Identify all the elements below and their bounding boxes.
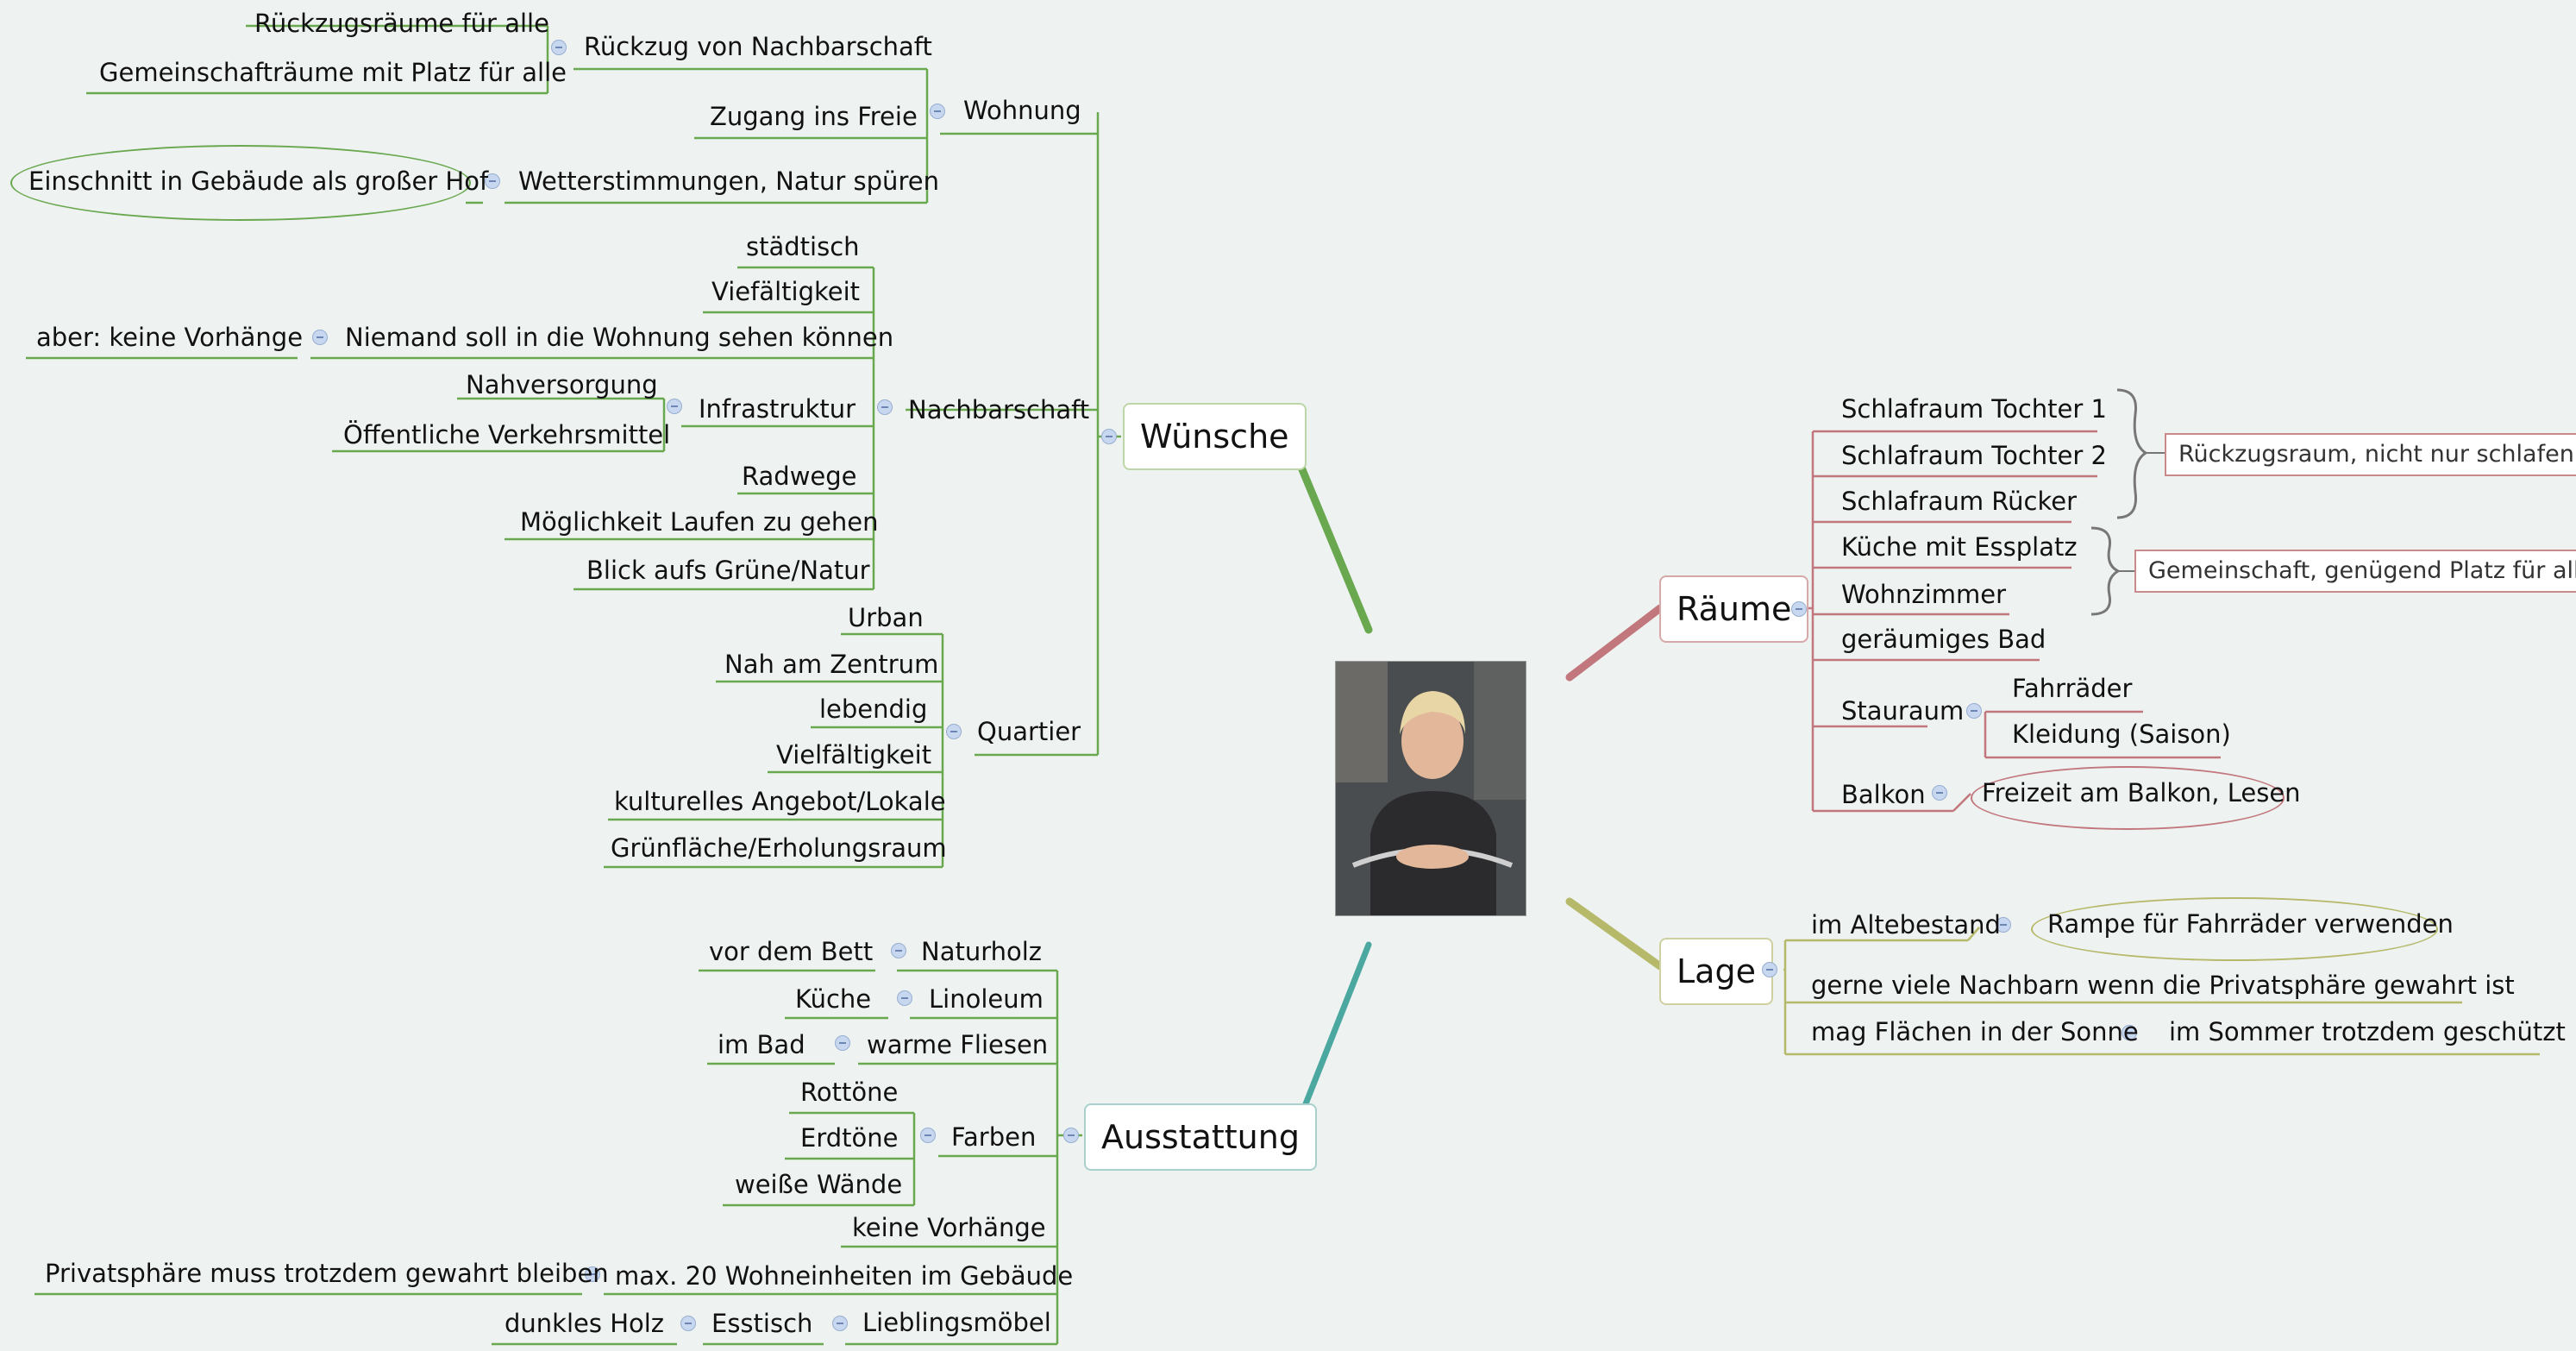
collapse-icon[interactable] bbox=[877, 399, 893, 415]
node-rueckzugsraeume[interactable]: Rückzugsräume für alle bbox=[254, 9, 549, 38]
collapse-icon[interactable] bbox=[1791, 601, 1807, 617]
node-sonne[interactable]: mag Flächen in der Sonne bbox=[1811, 1017, 2139, 1046]
topic-lage[interactable]: Lage bbox=[1659, 938, 1773, 1005]
node-sommer[interactable]: im Sommer trotzdem geschützt bbox=[2169, 1017, 2566, 1046]
collapse-icon[interactable] bbox=[1996, 917, 2011, 933]
node-wohnung[interactable]: Wohnung bbox=[963, 96, 1081, 125]
node-weisse-waende[interactable]: weiße Wände bbox=[735, 1170, 903, 1199]
node-bad[interactable]: geräumiges Bad bbox=[1841, 625, 2046, 654]
node-lieblingsmoebel[interactable]: Lieblingsmöbel bbox=[862, 1308, 1051, 1337]
node-esstisch[interactable]: Esstisch bbox=[711, 1309, 813, 1338]
node-fahrraeder[interactable]: Fahrräder bbox=[2012, 674, 2133, 703]
node-zugang[interactable]: Zugang ins Freie bbox=[710, 102, 918, 131]
node-viefaeltigkeit[interactable]: Viefältigkeit bbox=[711, 277, 861, 306]
node-rampe[interactable]: Rampe für Fahrräder verwenden bbox=[2047, 909, 2454, 939]
center-photo bbox=[1335, 661, 1526, 916]
collapse-icon[interactable] bbox=[1932, 785, 1947, 801]
node-linoleum[interactable]: Linoleum bbox=[929, 984, 1044, 1014]
node-vor-dem-bett[interactable]: vor dem Bett bbox=[709, 937, 874, 966]
node-radwege[interactable]: Radwege bbox=[742, 462, 857, 491]
collapse-icon[interactable] bbox=[2122, 1025, 2137, 1040]
collapse-icon[interactable] bbox=[485, 173, 500, 189]
highlight-oval bbox=[10, 145, 471, 221]
node-keine-vorhaenge-ausst[interactable]: keine Vorhänge bbox=[852, 1213, 1046, 1242]
collapse-icon[interactable] bbox=[312, 330, 328, 345]
node-quartier[interactable]: Quartier bbox=[977, 717, 1081, 746]
node-gemeinschaftsraeume[interactable]: Gemeinschafträume mit Platz für alle bbox=[99, 58, 567, 87]
collapse-icon[interactable] bbox=[1101, 429, 1117, 444]
node-tochter2[interactable]: Schlafraum Tochter 2 bbox=[1841, 441, 2107, 470]
node-naturholz[interactable]: Naturholz bbox=[921, 937, 1043, 966]
node-kulturelles[interactable]: kulturelles Angebot/Lokale bbox=[614, 787, 946, 816]
collapse-icon[interactable] bbox=[920, 1128, 936, 1143]
collapse-icon[interactable] bbox=[1063, 1128, 1079, 1143]
collapse-icon[interactable] bbox=[835, 1035, 850, 1051]
highlight-oval bbox=[2031, 897, 2438, 961]
node-wetter[interactable]: Wetterstimmungen, Natur spüren bbox=[518, 167, 939, 196]
connector-lage bbox=[1565, 897, 1664, 971]
collapse-icon[interactable] bbox=[551, 40, 567, 55]
node-niemand[interactable]: Niemand soll in die Wohnung sehen können bbox=[345, 323, 894, 352]
node-wohnzimmer[interactable]: Wohnzimmer bbox=[1841, 580, 2007, 609]
node-nachbarn[interactable]: gerne viele Nachbarn wenn die Privatsphä… bbox=[1811, 971, 2515, 1000]
node-vielfaeltigkeit[interactable]: Vielfältigkeit bbox=[776, 740, 932, 770]
connector-ausstattung bbox=[1290, 941, 1372, 1138]
node-erdtoene[interactable]: Erdtöne bbox=[800, 1123, 899, 1153]
node-laufen[interactable]: Möglichkeit Laufen zu gehen bbox=[520, 507, 879, 537]
connector-wuensche bbox=[1289, 444, 1373, 634]
topic-ausstattung[interactable]: Ausstattung bbox=[1084, 1103, 1317, 1171]
node-oeffentlich[interactable]: Öffentliche Verkehrsmittel bbox=[343, 420, 671, 449]
node-urban[interactable]: Urban bbox=[848, 603, 924, 632]
callout-rueckzugsraum[interactable]: Rückzugsraum, nicht nur schlafen bbox=[2165, 433, 2576, 476]
node-nahversorgung[interactable]: Nahversorgung bbox=[466, 370, 658, 399]
node-staedtisch[interactable]: städtisch bbox=[746, 232, 860, 261]
node-tochter1[interactable]: Schlafraum Tochter 1 bbox=[1841, 394, 2107, 424]
node-blick[interactable]: Blick aufs Grüne/Natur bbox=[586, 556, 870, 585]
callout-gemeinschaft[interactable]: Gemeinschaft, genügend Platz für alle bbox=[2134, 550, 2576, 593]
collapse-icon[interactable] bbox=[946, 724, 962, 739]
node-im-bad[interactable]: im Bad bbox=[718, 1030, 805, 1059]
node-einschnitt[interactable]: Einschnitt in Gebäude als großer Hof bbox=[28, 167, 489, 196]
collapse-icon[interactable] bbox=[930, 104, 945, 119]
node-privatsphaere[interactable]: Privatsphäre muss trotzdem gewahrt bleib… bbox=[45, 1259, 609, 1288]
node-kueche[interactable]: Küche bbox=[795, 984, 872, 1014]
node-stauraum[interactable]: Stauraum bbox=[1841, 696, 1965, 726]
node-freizeit[interactable]: Freizeit am Balkon, Lesen bbox=[1982, 778, 2301, 807]
collapse-icon[interactable] bbox=[680, 1316, 696, 1331]
node-gruenflaeche[interactable]: Grünfläche/Erholungsraum bbox=[611, 833, 947, 863]
node-rueckzug[interactable]: Rückzug von Nachbarschaft bbox=[584, 32, 932, 61]
topic-wuensche[interactable]: Wünsche bbox=[1123, 403, 1307, 470]
collapse-icon[interactable] bbox=[1762, 962, 1777, 977]
node-nachbarschaft[interactable]: Nachbarschaft bbox=[908, 395, 1090, 424]
node-wohneinheiten[interactable]: max. 20 Wohneinheiten im Gebäude bbox=[615, 1261, 1074, 1291]
node-infrastruktur[interactable]: Infrastruktur bbox=[699, 394, 856, 424]
node-lebendig[interactable]: lebendig bbox=[819, 694, 928, 724]
highlight-oval bbox=[1971, 766, 2285, 830]
node-dunkles-holz[interactable]: dunkles Holz bbox=[505, 1309, 665, 1338]
node-fliesen[interactable]: warme Fliesen bbox=[867, 1030, 1049, 1059]
collapse-icon[interactable] bbox=[585, 1266, 600, 1282]
node-farben[interactable]: Farben bbox=[951, 1122, 1037, 1152]
collapse-icon[interactable] bbox=[1966, 703, 1982, 719]
collapse-icon[interactable] bbox=[667, 399, 682, 414]
node-zentrum[interactable]: Nah am Zentrum bbox=[724, 650, 939, 679]
node-kueche-essplatz[interactable]: Küche mit Essplatz bbox=[1841, 532, 2078, 562]
node-ruecker[interactable]: Schlafraum Rücker bbox=[1841, 487, 2078, 516]
topic-raeume[interactable]: Räume bbox=[1659, 575, 1809, 643]
node-kleidung[interactable]: Kleidung (Saison) bbox=[2012, 719, 2231, 749]
node-keine-vorhaenge[interactable]: aber: keine Vorhänge bbox=[36, 323, 304, 352]
node-altebestand[interactable]: im Altebestand bbox=[1811, 910, 2001, 939]
node-balkon[interactable]: Balkon bbox=[1841, 780, 1926, 809]
collapse-icon[interactable] bbox=[832, 1316, 848, 1331]
connector-raeume bbox=[1565, 604, 1664, 682]
node-rottoene[interactable]: Rottöne bbox=[800, 1078, 899, 1107]
collapse-icon[interactable] bbox=[891, 943, 906, 958]
collapse-icon[interactable] bbox=[897, 990, 912, 1006]
